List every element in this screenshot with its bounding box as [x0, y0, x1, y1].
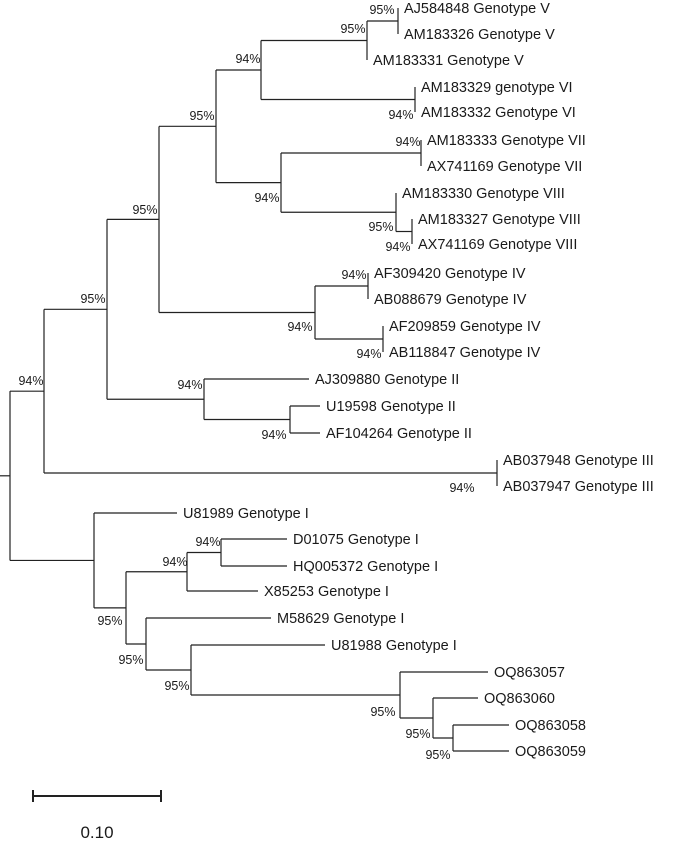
leaf-label: AJ584848 Genotype V: [404, 1, 550, 17]
bootstrap-value: 94%: [195, 535, 220, 549]
bootstrap-value: 95%: [369, 3, 394, 17]
leaf-label: AM183333 Genotype VII: [427, 133, 586, 149]
leaf-label: OQ863059: [515, 744, 586, 760]
leaf-label: AM183331 Genotype V: [373, 53, 524, 69]
bootstrap-value: 95%: [370, 705, 395, 719]
bootstrap-value: 94%: [177, 378, 202, 392]
bootstrap-value: 94%: [162, 555, 187, 569]
leaf-label: AB037948 Genotype III: [503, 453, 654, 469]
bootstrap-value: 95%: [118, 653, 143, 667]
leaf-label: U19598 Genotype II: [326, 399, 456, 415]
leaf-label: D01075 Genotype I: [293, 532, 419, 548]
leaf-label: AX741169 Genotype VII: [427, 159, 582, 175]
bootstrap-value: 95%: [425, 748, 450, 762]
scale-bar-label: 0.10: [80, 823, 113, 841]
leaf-label: AB037947 Genotype III: [503, 479, 654, 495]
leaf-label: OQ863058: [515, 718, 586, 734]
leaf-label: AM183330 Genotype VIII: [402, 186, 565, 202]
leaf-label: AB088679 Genotype IV: [374, 292, 527, 308]
bootstrap-value: 94%: [261, 428, 286, 442]
bootstrap-value: 94%: [395, 135, 420, 149]
leaf-label: OQ863060: [484, 691, 555, 707]
bootstrap-value: 94%: [388, 108, 413, 122]
scale-bar: 0.10: [32, 790, 162, 841]
bootstrap-value: 94%: [341, 268, 366, 282]
leaf-label: AJ309880 Genotype II: [315, 372, 459, 388]
bootstrap-value: 95%: [164, 679, 189, 693]
bootstrap-value: 95%: [340, 22, 365, 36]
leaf-label: AM183329 genotype VI: [421, 80, 573, 96]
tree-branches: [0, 8, 509, 752]
leaf-label: HQ005372 Genotype I: [293, 559, 438, 575]
bootstrap-value: 95%: [189, 109, 214, 123]
bootstrap-value: 94%: [235, 52, 260, 66]
leaf-label: AX741169 Genotype VIII: [418, 237, 577, 253]
bootstrap-value: 94%: [287, 320, 312, 334]
leaf-label: OQ863057: [494, 665, 565, 681]
leaf-label: AM183327 Genotype VIII: [418, 212, 581, 228]
leaf-label: AF309420 Genotype IV: [374, 266, 526, 282]
leaf-label: AF104264 Genotype II: [326, 426, 472, 442]
leaf-label: M58629 Genotype I: [277, 611, 404, 627]
leaf-labels: AJ584848 Genotype V AM183326 Genotype V AM…: [183, 1, 654, 760]
leaf-label: U81989 Genotype I: [183, 506, 309, 522]
bootstrap-value: 95%: [368, 220, 393, 234]
bootstrap-values: 95% 95% 94% 94% 94% 94% 95% 94% 95% 94% 94% 94% 95% 9…: [18, 3, 474, 762]
bootstrap-value: 94%: [385, 240, 410, 254]
bootstrap-value: 94%: [18, 374, 43, 388]
bootstrap-value: 95%: [405, 727, 430, 741]
leaf-label: AM183332 Genotype VI: [421, 105, 576, 121]
leaf-label: X85253 Genotype I: [264, 584, 389, 600]
bootstrap-value: 94%: [356, 347, 381, 361]
leaf-label: AB118847 Genotype IV: [389, 345, 541, 361]
bootstrap-value: 94%: [254, 191, 279, 205]
bootstrap-value: 95%: [132, 203, 157, 217]
bootstrap-value: 95%: [97, 614, 122, 628]
leaf-label: AM183326 Genotype V: [404, 27, 555, 43]
leaf-label: U81988 Genotype I: [331, 638, 457, 654]
bootstrap-value: 95%: [80, 292, 105, 306]
leaf-label: AF209859 Genotype IV: [389, 319, 541, 335]
bootstrap-value: 94%: [449, 481, 474, 495]
